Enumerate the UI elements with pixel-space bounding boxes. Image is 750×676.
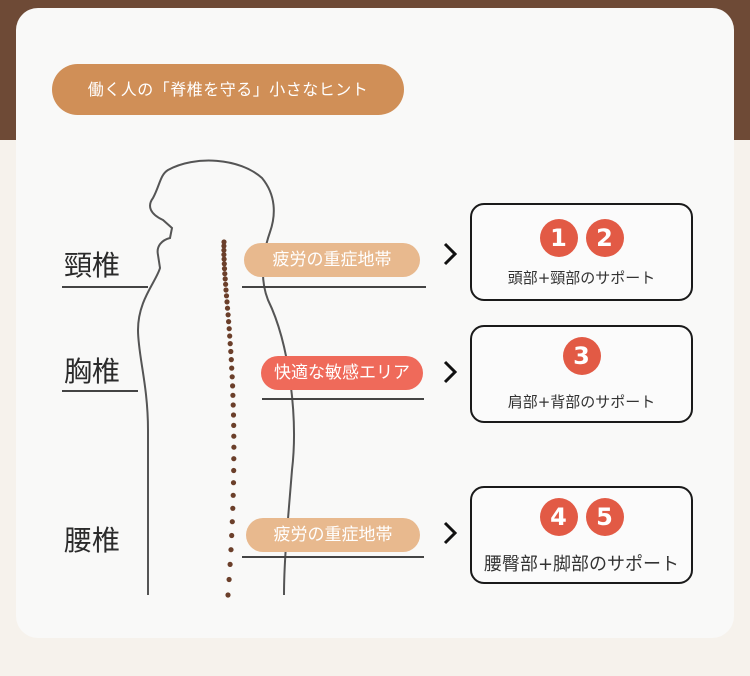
spine-dot	[222, 271, 228, 277]
label-underline	[62, 390, 138, 392]
label-lumbar: 腰椎	[64, 524, 121, 557]
spine-dot	[230, 383, 236, 389]
label-underline	[62, 286, 148, 288]
spine-dot	[230, 412, 237, 418]
spine-dot	[229, 532, 235, 539]
spine-dot	[229, 365, 235, 371]
spine-dot	[229, 374, 235, 380]
spine-dot	[227, 333, 233, 339]
number-badges: 3	[472, 337, 691, 375]
spine-dot	[225, 312, 231, 318]
number-badge: 5	[585, 498, 624, 536]
tag-underline	[242, 286, 426, 288]
spine-dot	[230, 505, 236, 511]
number-badge: 2	[585, 219, 624, 257]
profile-outline	[136, 159, 295, 596]
spine-dot	[230, 492, 236, 498]
chevron-right-icon	[443, 521, 458, 545]
support-text: 腰臀部+脚部のサポート	[483, 554, 680, 575]
support-text: 頭部+頸部のサポート	[507, 269, 656, 287]
tag-underline	[262, 398, 424, 400]
tag-fatigue-zone-upper: 疲労の重症地帯	[244, 243, 420, 277]
spine-dot	[221, 252, 227, 258]
spine-dot	[221, 266, 228, 272]
spine-dot	[231, 456, 237, 462]
number-badge: 1	[539, 219, 578, 257]
spine-dot	[224, 305, 231, 311]
number-badge: 3	[562, 337, 601, 375]
spine-dot	[225, 592, 231, 598]
spine-dot	[221, 239, 227, 245]
support-box-shoulder-back: 3 肩部+背部のサポート	[470, 325, 693, 423]
spine-dot	[224, 299, 230, 305]
title-pill: 働く人の「脊椎を守る」小さなヒント	[52, 64, 404, 115]
spine-dot	[231, 444, 237, 450]
spine-dot	[230, 402, 236, 408]
tag-underline	[242, 556, 424, 558]
spine-dot	[228, 348, 234, 355]
tag-fatigue-zone-lower: 疲労の重症地帯	[246, 518, 420, 552]
spine-dot	[221, 261, 227, 267]
spine-dot	[222, 276, 228, 282]
spine-dot	[231, 433, 237, 439]
spine-dot	[226, 326, 232, 332]
spine-dot	[223, 287, 229, 293]
chevron-right-icon	[443, 360, 458, 384]
spine-dot	[230, 392, 236, 398]
spine-dot	[221, 256, 227, 262]
spine-dots	[221, 239, 237, 598]
support-text: 肩部+背部のサポート	[507, 393, 656, 411]
chevron-right-icon	[443, 242, 458, 266]
spine-dot	[229, 519, 235, 525]
spine-dot	[228, 357, 234, 363]
number-badge: 4	[539, 498, 578, 536]
spine-dot	[231, 467, 237, 474]
tag-sensitive-area: 快適な敏感エリア	[261, 356, 423, 390]
spine-dot	[228, 547, 234, 553]
spine-dot	[223, 281, 229, 287]
spine-dot	[221, 247, 227, 253]
spine-dot	[226, 319, 232, 325]
spine-dot	[221, 243, 227, 249]
spine-dot	[227, 341, 233, 347]
label-cervical: 頸椎	[64, 249, 121, 282]
spine-dot	[223, 293, 230, 299]
spine-dot	[227, 561, 233, 568]
spine-dot	[231, 422, 237, 428]
spine-dot	[226, 576, 232, 583]
label-thoracic: 胸椎	[64, 355, 121, 388]
spine-dot	[230, 480, 237, 486]
